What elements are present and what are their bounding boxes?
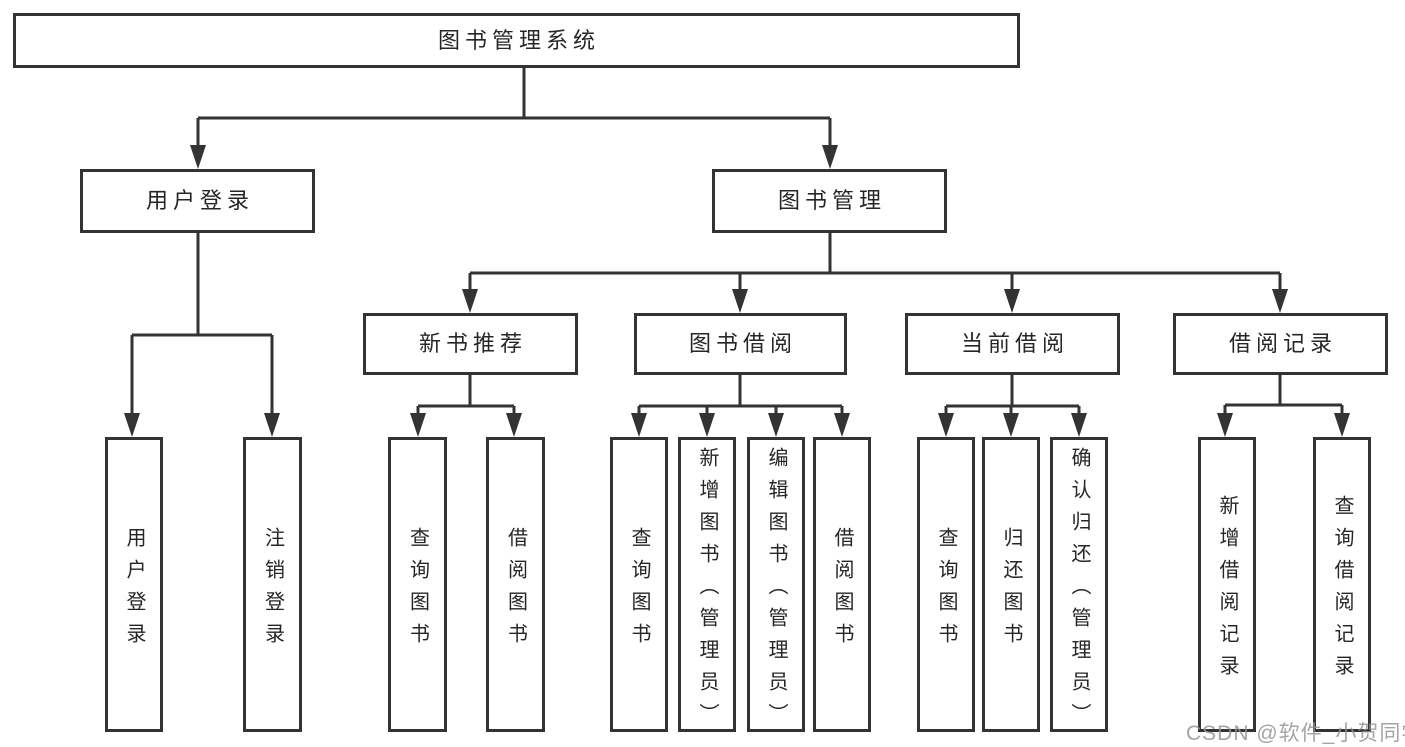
node-borrow-records: 借阅记录 <box>1173 313 1388 375</box>
leaf-confirm-return-admin: 确认归还（管理员） <box>1050 437 1108 735</box>
arrowheads <box>124 145 1350 437</box>
connector-book-borrow <box>637 375 844 415</box>
connector-new-book <box>416 375 516 415</box>
node-current-borrow-label: 当前借阅 <box>960 331 1069 356</box>
connector-borrow-records <box>1223 375 1344 415</box>
node-new-book-recommend: 新书推荐 <box>363 313 578 375</box>
leaf-borrow-books-recommend: 借阅图书 <box>486 437 545 732</box>
leaf-borrow-books-recommend-label: 借阅图书 <box>504 526 527 655</box>
leaf-borrow-books: 借阅图书 <box>813 437 871 732</box>
leaf-confirm-return-admin-label: 确认归还（管理员） <box>1068 446 1090 735</box>
leaf-add-borrow-record: 新增借阅记录 <box>1198 437 1256 732</box>
node-book-management-label: 图书管理 <box>777 188 886 213</box>
node-book-borrow-label: 图书借阅 <box>688 331 797 356</box>
leaf-user-login: 用户登录 <box>105 437 163 732</box>
leaf-add-borrow-record-label: 新增借阅记录 <box>1216 494 1238 687</box>
leaf-query-books-current: 查询图书 <box>917 437 975 732</box>
leaf-edit-books-admin: 编辑图书（管理员） <box>747 437 805 735</box>
connector-current-borrow <box>944 375 1081 415</box>
leaf-user-login-label: 用户登录 <box>123 526 145 655</box>
node-root-system: 图书管理系统 <box>13 13 1020 68</box>
connector-user-login <box>130 233 274 415</box>
leaf-borrow-books-label: 借阅图书 <box>831 526 853 655</box>
leaf-return-books: 归还图书 <box>982 437 1040 732</box>
node-borrow-records-label: 借阅记录 <box>1228 331 1337 356</box>
connector-book-mgmt <box>468 233 1282 291</box>
leaf-query-borrow-record: 查询借阅记录 <box>1313 437 1371 732</box>
node-current-borrow: 当前借阅 <box>905 313 1120 375</box>
leaf-edit-books-admin-label: 编辑图书（管理员） <box>765 446 787 735</box>
node-book-management: 图书管理 <box>712 169 947 233</box>
csdn-watermark: CSDN @软件_小贺同学 <box>1186 722 1405 745</box>
leaf-query-books-recommend-label: 查询图书 <box>406 526 429 655</box>
leaf-query-books-borrow: 查询图书 <box>610 437 668 732</box>
leaf-add-books-admin: 新增图书（管理员） <box>678 437 736 735</box>
leaf-logout-label: 注销登录 <box>261 526 284 655</box>
leaf-query-borrow-record-label: 查询借阅记录 <box>1331 494 1353 687</box>
leaf-query-books-borrow-label: 查询图书 <box>628 526 650 655</box>
leaf-logout: 注销登录 <box>243 437 302 732</box>
node-book-borrow: 图书借阅 <box>634 313 847 375</box>
leaf-return-books-label: 归还图书 <box>1000 526 1022 655</box>
leaf-query-books-current-label: 查询图书 <box>935 526 957 655</box>
node-new-book-recommend-label: 新书推荐 <box>418 331 527 356</box>
leaf-query-books-recommend: 查询图书 <box>388 437 447 732</box>
node-user-login-label: 用户登录 <box>145 188 254 213</box>
connector-root <box>196 68 832 147</box>
leaf-add-books-admin-label: 新增图书（管理员） <box>696 446 718 735</box>
node-root-label: 图书管理系统 <box>437 27 600 53</box>
node-user-login: 用户登录 <box>80 169 315 233</box>
